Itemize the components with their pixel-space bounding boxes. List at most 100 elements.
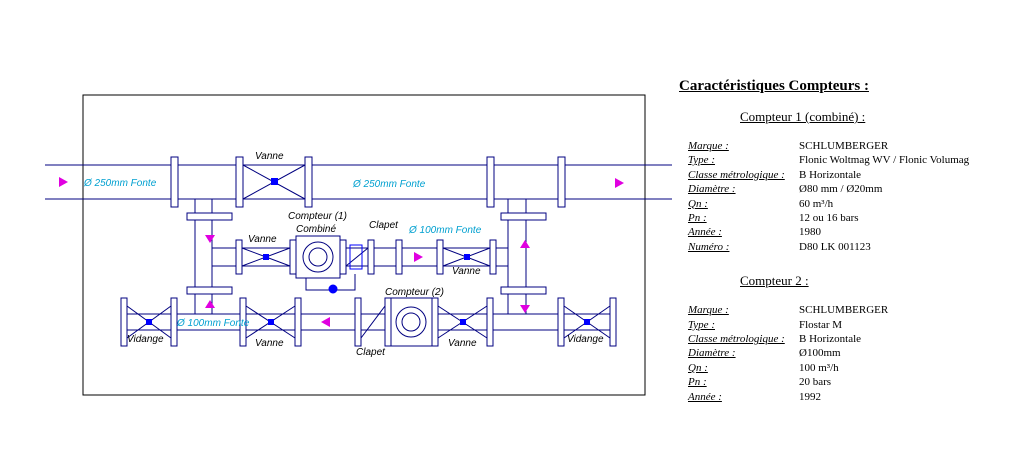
spec-value: Ø100mm: [799, 347, 841, 360]
meter-specs-panel: Caractéristiques Compteurs : Compteur 1 …: [670, 78, 1025, 404]
flange-icon: [170, 297, 178, 347]
pipe-label: Ø 100mm Fonte: [176, 318, 250, 329]
flange-icon: [289, 239, 297, 275]
check-valve-icon: [345, 247, 369, 267]
spec-key: Classe métrologique :: [688, 333, 785, 346]
bypass-meter-icon: [349, 244, 363, 270]
flange-icon: [500, 212, 547, 221]
flange-icon: [186, 212, 233, 221]
spec-value: Flonic Woltmag WV / Flonic Volumag: [799, 154, 970, 167]
spec-row: Type :Flostar M: [688, 318, 888, 332]
flange-icon: [489, 239, 497, 275]
pipe-label: Ø 250mm Fonte: [352, 179, 426, 190]
pipe-label: Ø 250mm Fonte: [83, 178, 157, 189]
spec-value: B Horizontale: [799, 168, 862, 181]
flange-icon: [186, 286, 233, 295]
valve-stem-icon: [271, 178, 278, 185]
meter1-number: (1): [335, 211, 347, 222]
spec-value: B Horizontale: [799, 333, 862, 346]
flange-icon: [235, 156, 244, 208]
flange-icon: [120, 297, 128, 347]
drain-label: Vidange: [127, 334, 164, 345]
valve-stem-icon: [460, 319, 466, 325]
valve-stem-icon: [464, 254, 470, 260]
spec-value: 60 m³/h: [799, 197, 834, 210]
pipe-label: Ø 100mm Fonte: [408, 225, 482, 236]
spec-key: Marque :: [688, 304, 729, 317]
flange-icon: [384, 297, 392, 347]
flange-icon: [486, 297, 494, 347]
meter1-sublabel: Combiné: [296, 224, 336, 235]
diagram-frame: [82, 94, 646, 396]
flow-arrow-icon: [615, 178, 624, 188]
spec-row: Année :1992: [688, 390, 888, 404]
flange-icon: [500, 286, 547, 295]
spec-value: 100 m³/h: [799, 361, 839, 374]
flange-icon: [294, 297, 302, 347]
valve-stem-icon: [263, 254, 269, 260]
spec-key: Marque :: [688, 140, 729, 152]
meter2-number: (2): [432, 287, 444, 298]
meter1-title: Compteur 1 (combiné) :: [740, 109, 866, 124]
spec-value: 20 bars: [799, 376, 832, 389]
flange-icon: [557, 156, 566, 208]
spec-row: Diamètre : Ø100mm: [688, 346, 888, 360]
spec-key: Qn :: [688, 361, 708, 374]
spec-row: Diamètre :Ø80 mm / Ø20mm: [688, 182, 969, 196]
flow-arrow-icon: [414, 252, 423, 262]
spec-key: Année :: [688, 390, 722, 403]
spec-key: Classe métrologique :: [688, 168, 785, 181]
valve-stem-icon: [146, 319, 152, 325]
spec-row: Marque : SCHLUMBERGER: [688, 139, 969, 153]
specs-title: Caractéristiques Compteurs :: [679, 78, 869, 94]
spec-value: Flostar M: [799, 318, 843, 331]
flange-icon: [431, 297, 439, 347]
flow-arrow-icon: [321, 317, 330, 327]
flange-icon: [235, 239, 243, 275]
valve-stem-icon: [268, 319, 274, 325]
spec-key: Pn :: [688, 376, 707, 389]
flow-arrow-icon: [520, 240, 530, 248]
valve-stem-icon: [584, 319, 590, 325]
flange-icon: [339, 239, 347, 275]
flange-icon: [367, 239, 375, 275]
check-valve-label: Clapet: [369, 220, 399, 231]
spec-row: Classe métrologique : B Horizontale: [688, 168, 969, 182]
flow-arrow-icon: [205, 235, 215, 243]
water-meter-icon: [401, 312, 421, 332]
spec-key: Type :: [688, 154, 715, 167]
meter2-label: Compteur (2): [385, 287, 444, 298]
meter2-title: Compteur 2 :: [740, 273, 809, 289]
spec-row: Marque : SCHLUMBERGER: [688, 303, 888, 317]
spec-value: 1980: [799, 226, 821, 239]
meter2-label-text: Compteur: [385, 287, 432, 298]
spec-value: SCHLUMBERGER: [799, 304, 889, 317]
spec-row: Type : Flonic Woltmag WV / Flonic Volumag: [688, 153, 969, 167]
spec-value: 12 ou 16 bars: [799, 212, 859, 225]
check-valve-label: Clapet: [356, 347, 386, 358]
flange-icon: [170, 156, 179, 208]
spec-value: SCHLUMBERGER: [799, 140, 889, 152]
spec-key: Diamètre :: [688, 347, 736, 360]
valve-label: Vanne: [255, 151, 284, 162]
spec-row: Classe métrologique : B Horizontale: [688, 332, 888, 346]
spec-key: Qn :: [688, 197, 708, 210]
flange-icon: [436, 239, 444, 275]
meter1-label-text: Compteur: [288, 211, 335, 222]
flow-arrow-icon: [205, 300, 215, 308]
flow-arrow-icon: [59, 177, 68, 187]
meter2-table: Marque : SCHLUMBERGER Type :Flostar M Cla…: [688, 303, 888, 404]
flow-arrow-icon: [520, 305, 530, 313]
flange-icon: [557, 297, 565, 347]
drain-label: Vidange: [567, 334, 604, 345]
spec-value: Ø80 mm / Ø20mm: [799, 183, 883, 196]
flange-icon: [304, 156, 313, 208]
check-valve-icon: [360, 305, 386, 339]
flange-icon: [239, 297, 247, 347]
valve-label: Vanne: [255, 338, 284, 349]
valve-label: Vanne: [248, 234, 277, 245]
spec-row: Qn : 60 m³/h: [688, 197, 969, 211]
meter1-table: Marque : SCHLUMBERGER Type : Flonic Woltma…: [688, 139, 969, 254]
spec-row: Pn : 20 bars: [688, 375, 888, 389]
